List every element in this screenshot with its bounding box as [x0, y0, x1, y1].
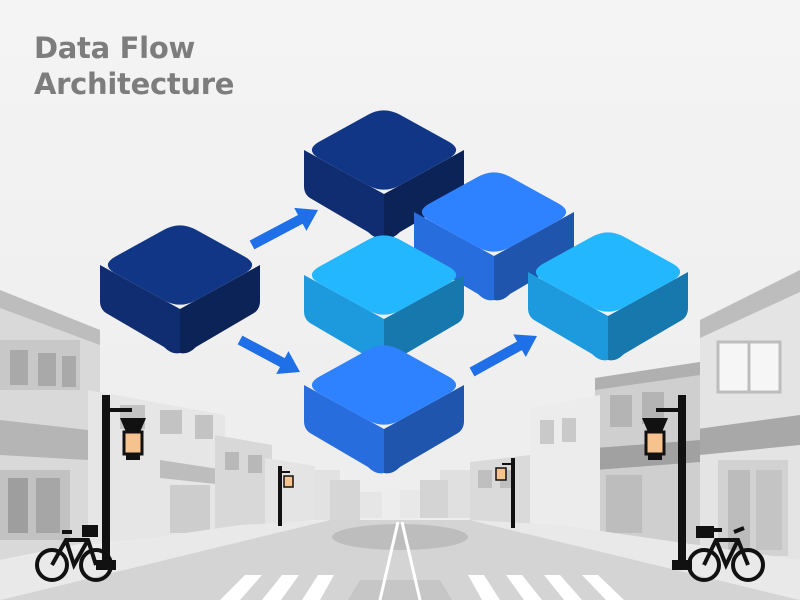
node-source-side-right	[180, 265, 260, 354]
node-bottom-top-face	[311, 345, 457, 425]
street-lamp-right	[642, 395, 692, 570]
node-top-side-right	[384, 150, 464, 239]
node-right	[528, 232, 688, 361]
bicycle-left-icon	[35, 525, 113, 582]
arrow-node-source-to-node-top	[249, 207, 319, 250]
node-right-upper-side-left	[414, 212, 494, 301]
node-right-side-left	[528, 272, 608, 361]
node-source-top-face	[107, 225, 253, 305]
title-line-2: Architecture	[34, 67, 235, 101]
street-lamp-far-left	[278, 466, 294, 526]
node-right-top-face	[535, 232, 681, 312]
node-source-side-left	[100, 265, 180, 354]
arrow-node-source-to-node-bottom	[237, 335, 301, 375]
node-right-upper	[414, 172, 574, 301]
node-center-side-right	[384, 275, 464, 364]
node-right-upper-top-face	[421, 172, 567, 252]
street-lamp-left	[96, 395, 146, 570]
node-center	[304, 235, 464, 364]
node-source	[100, 225, 260, 354]
node-bottom-side-right	[384, 385, 464, 474]
page-title: Data Flow Architecture	[34, 30, 294, 102]
bicycle-right-icon	[687, 526, 765, 582]
node-top-top-face	[311, 110, 457, 190]
node-top	[304, 110, 464, 239]
node-right-side-right	[608, 272, 688, 361]
node-center-top-face	[311, 235, 457, 315]
diagram	[100, 110, 688, 474]
title-line-1: Data Flow	[34, 31, 195, 65]
left-buildings	[0, 290, 315, 560]
node-center-side-left	[304, 275, 384, 364]
node-top-side-left	[304, 150, 384, 239]
node-right-upper-side-right	[494, 212, 574, 301]
road	[0, 520, 800, 600]
node-bottom-side-left	[304, 385, 384, 474]
street-lamp-far-right	[495, 458, 515, 528]
node-bottom	[304, 345, 464, 474]
arrow-node-bottom-to-node-right	[469, 334, 537, 377]
